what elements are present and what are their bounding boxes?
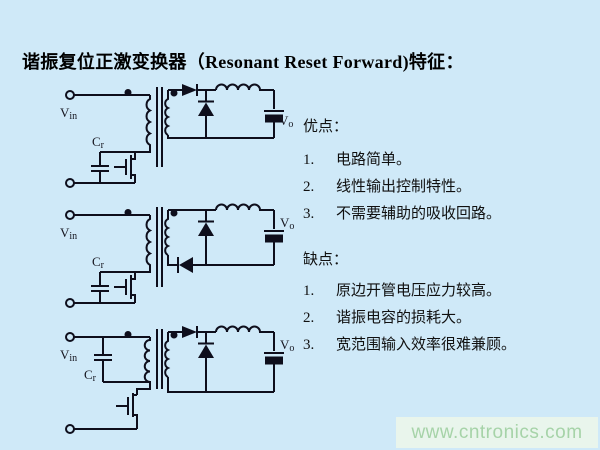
secondary-side: Vo [164,203,294,273]
watermark-band: www.cntronics.com [396,417,598,448]
resonant-capacitor-cr [91,152,109,183]
item-number: 3. [303,337,315,353]
list-item: 1. 原边开管电压应力较高。 [303,284,501,299]
primary-side: Vin Cr [60,89,153,188]
transformer-primary-winding [136,337,151,395]
vo-label: Vo [279,113,293,130]
item-number: 2. [303,179,315,195]
output-inductor [215,325,274,333]
secondary-polarity-dot [170,89,178,97]
circuit-schematic-2: Vin Cr Vo [60,203,294,308]
item-text: 宽范围输入效率很难兼顾。 [336,337,517,353]
transformer-secondary-winding [164,210,171,256]
primary-polarity-dot [124,331,132,338]
watermark-text: www.cntronics.com [411,421,583,443]
resonant-capacitor-cr [94,337,150,383]
circuit-schematic-3: Vin Cr Vo [60,325,294,434]
rectifier-diode [182,84,198,96]
vin-label: Vin [60,347,77,364]
resonant-capacitor-cr [91,272,109,303]
input-terminal-bottom [65,298,75,308]
item-text: 原边开管电压应力较高。 [336,283,502,299]
advantages-heading: 优点： [303,119,349,135]
vo-label: Vo [280,337,294,354]
primary-polarity-dot [124,209,132,216]
item-text: 电路简单。 [336,152,412,168]
primary-polarity-dot [124,89,132,96]
mosfet-switch [114,152,136,183]
list-item: 1. 电路简单。 [303,153,411,168]
vin-label: Vin [60,105,77,122]
list-item: 3. 不需要辅助的吸收回路。 [303,207,501,222]
input-terminal-top [65,332,75,342]
freewheel-diode [198,332,214,392]
input-terminal-top [65,210,75,220]
transformer-core [156,329,163,389]
cr-label: Cr [92,134,105,151]
list-item: 2. 谐振电容的损耗大。 [303,311,471,326]
list-item: 3. 宽范围输入效率很难兼顾。 [303,338,516,353]
item-text: 不需要辅助的吸收回路。 [336,206,502,222]
vo-label: Vo [280,215,294,232]
disadvantages-heading: 缺点： [303,252,349,268]
output-inductor [215,83,274,91]
output-capacitor [264,210,284,265]
input-terminal-top [65,90,75,100]
vin-label: Vin [60,225,77,242]
secondary-side: Vo [164,83,293,139]
item-number: 1. [303,283,315,299]
transformer-primary-winding [100,95,153,153]
cr-label: Cr [84,367,97,384]
freewheel-diode [198,210,214,265]
transformer-core [156,87,163,167]
transformer-primary-winding [100,215,153,273]
secondary-polarity-dot [170,209,178,217]
transformer-secondary-winding [164,90,171,136]
output-inductor [215,203,274,211]
input-terminal-bottom [65,424,75,434]
item-number: 1. [303,152,315,168]
transformer-secondary-winding [164,332,171,378]
item-number: 3. [303,206,315,222]
output-capacitor [264,90,284,138]
item-number: 2. [303,310,315,326]
rectifier-diode [182,326,198,338]
item-text: 线性输出控制特性。 [336,179,472,195]
secondary-side: Vo [164,325,294,393]
mosfet-switch [114,272,136,303]
input-terminal-bottom [65,178,75,188]
circuit-schematic-1: Vin Cr Vo [60,83,293,188]
item-text: 谐振电容的损耗大。 [336,310,472,326]
transformer-core [156,207,163,287]
cr-label: Cr [92,254,105,271]
primary-side: Vin Cr [60,209,153,308]
freewheel-diode [198,90,214,138]
primary-side: Vin Cr [60,331,151,434]
output-capacitor [264,332,284,392]
page-title: 谐振复位正激变换器（Resonant Reset Forward)特征： [22,52,464,72]
rectifier-diode-return-leg [177,257,193,273]
list-item: 2. 线性输出控制特性。 [303,180,471,195]
secondary-polarity-dot [170,331,178,339]
mosfet-switch [116,393,138,429]
